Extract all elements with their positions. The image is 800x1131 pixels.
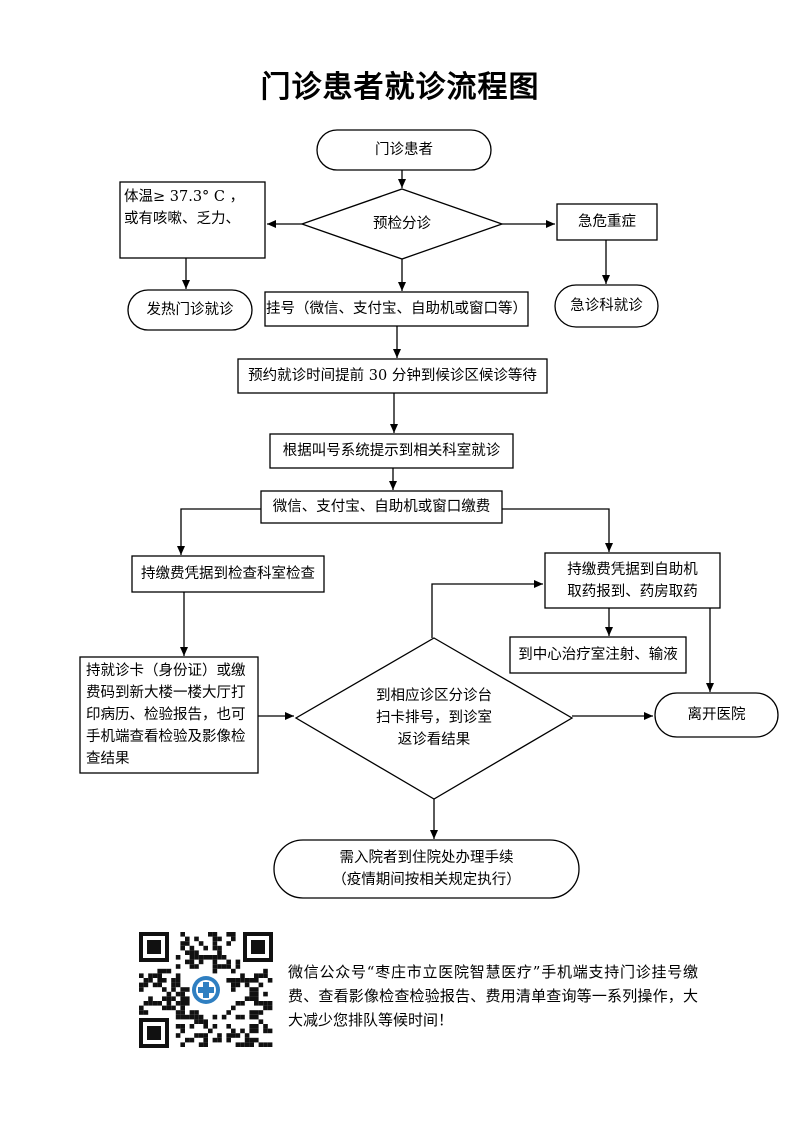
page-title: 门诊患者就诊流程图 bbox=[260, 70, 540, 105]
fever-condition-label: 体温≥ 37.3° C ， 或有咳嗽、乏力、 bbox=[124, 189, 245, 227]
emergency-node bbox=[554, 284, 659, 328]
hospital-logo-icon bbox=[190, 974, 222, 1006]
fever-condition-box bbox=[119, 181, 266, 259]
medicine-label: 持缴费凭据到自助机 取药报到、药房取药 bbox=[567, 561, 698, 600]
critical-box bbox=[556, 203, 658, 241]
start-node bbox=[316, 129, 492, 171]
exam-label: 持缴费凭据到检查科室检查 bbox=[141, 566, 315, 582]
qr-code-graphic bbox=[137, 930, 275, 1050]
wechat-service-note: 微信公众号“枣庄市立医院智慧医疗”手机端支持门诊挂号缴费、查看影像检查检验报告、… bbox=[288, 963, 698, 1029]
print-report-box bbox=[79, 656, 259, 774]
pay-label: 微信、支付宝、自助机或窗口缴费 bbox=[272, 499, 491, 515]
admission-node bbox=[273, 839, 580, 899]
injection-label: 到中心治疗室注射、输液 bbox=[518, 647, 678, 663]
revisit-label: 到相应诊区分诊台 扫卡排号，到诊室 返诊看结果 bbox=[376, 688, 492, 748]
medicine-box bbox=[544, 552, 721, 609]
leave-label: 离开医院 bbox=[687, 707, 746, 723]
admission-label: 需入院者到住院处办理手续 （疫情期间按相关规定执行） bbox=[332, 850, 521, 888]
critical-label: 急危重症 bbox=[578, 214, 636, 230]
wait-box bbox=[237, 358, 548, 394]
start-label: 门诊患者 bbox=[375, 142, 433, 158]
register-label: 挂号（微信、支付宝、自助机或窗口等） bbox=[266, 301, 527, 317]
call-box bbox=[269, 433, 514, 469]
fever-clinic-label: 发热门诊就诊 bbox=[146, 302, 234, 318]
emergency-label: 急诊科就诊 bbox=[570, 298, 643, 314]
wait-label: 预约就诊时间提前 30 分钟到候诊区候诊等待 bbox=[248, 368, 537, 384]
leave-node bbox=[654, 692, 779, 738]
pay-box bbox=[260, 490, 503, 524]
qr-code-icon bbox=[137, 930, 275, 1050]
fever-clinic-node bbox=[127, 289, 253, 331]
call-label: 根据叫号系统提示到相关科室就诊 bbox=[282, 443, 501, 459]
triage-label: 预检分诊 bbox=[373, 216, 431, 232]
exam-box bbox=[131, 555, 325, 593]
injection-box bbox=[509, 636, 687, 674]
print-report-label: 持就诊卡（身份证）或缴 费码到新大楼一楼大厅打 印病历、检验报告，也可 手机端查… bbox=[86, 663, 246, 767]
